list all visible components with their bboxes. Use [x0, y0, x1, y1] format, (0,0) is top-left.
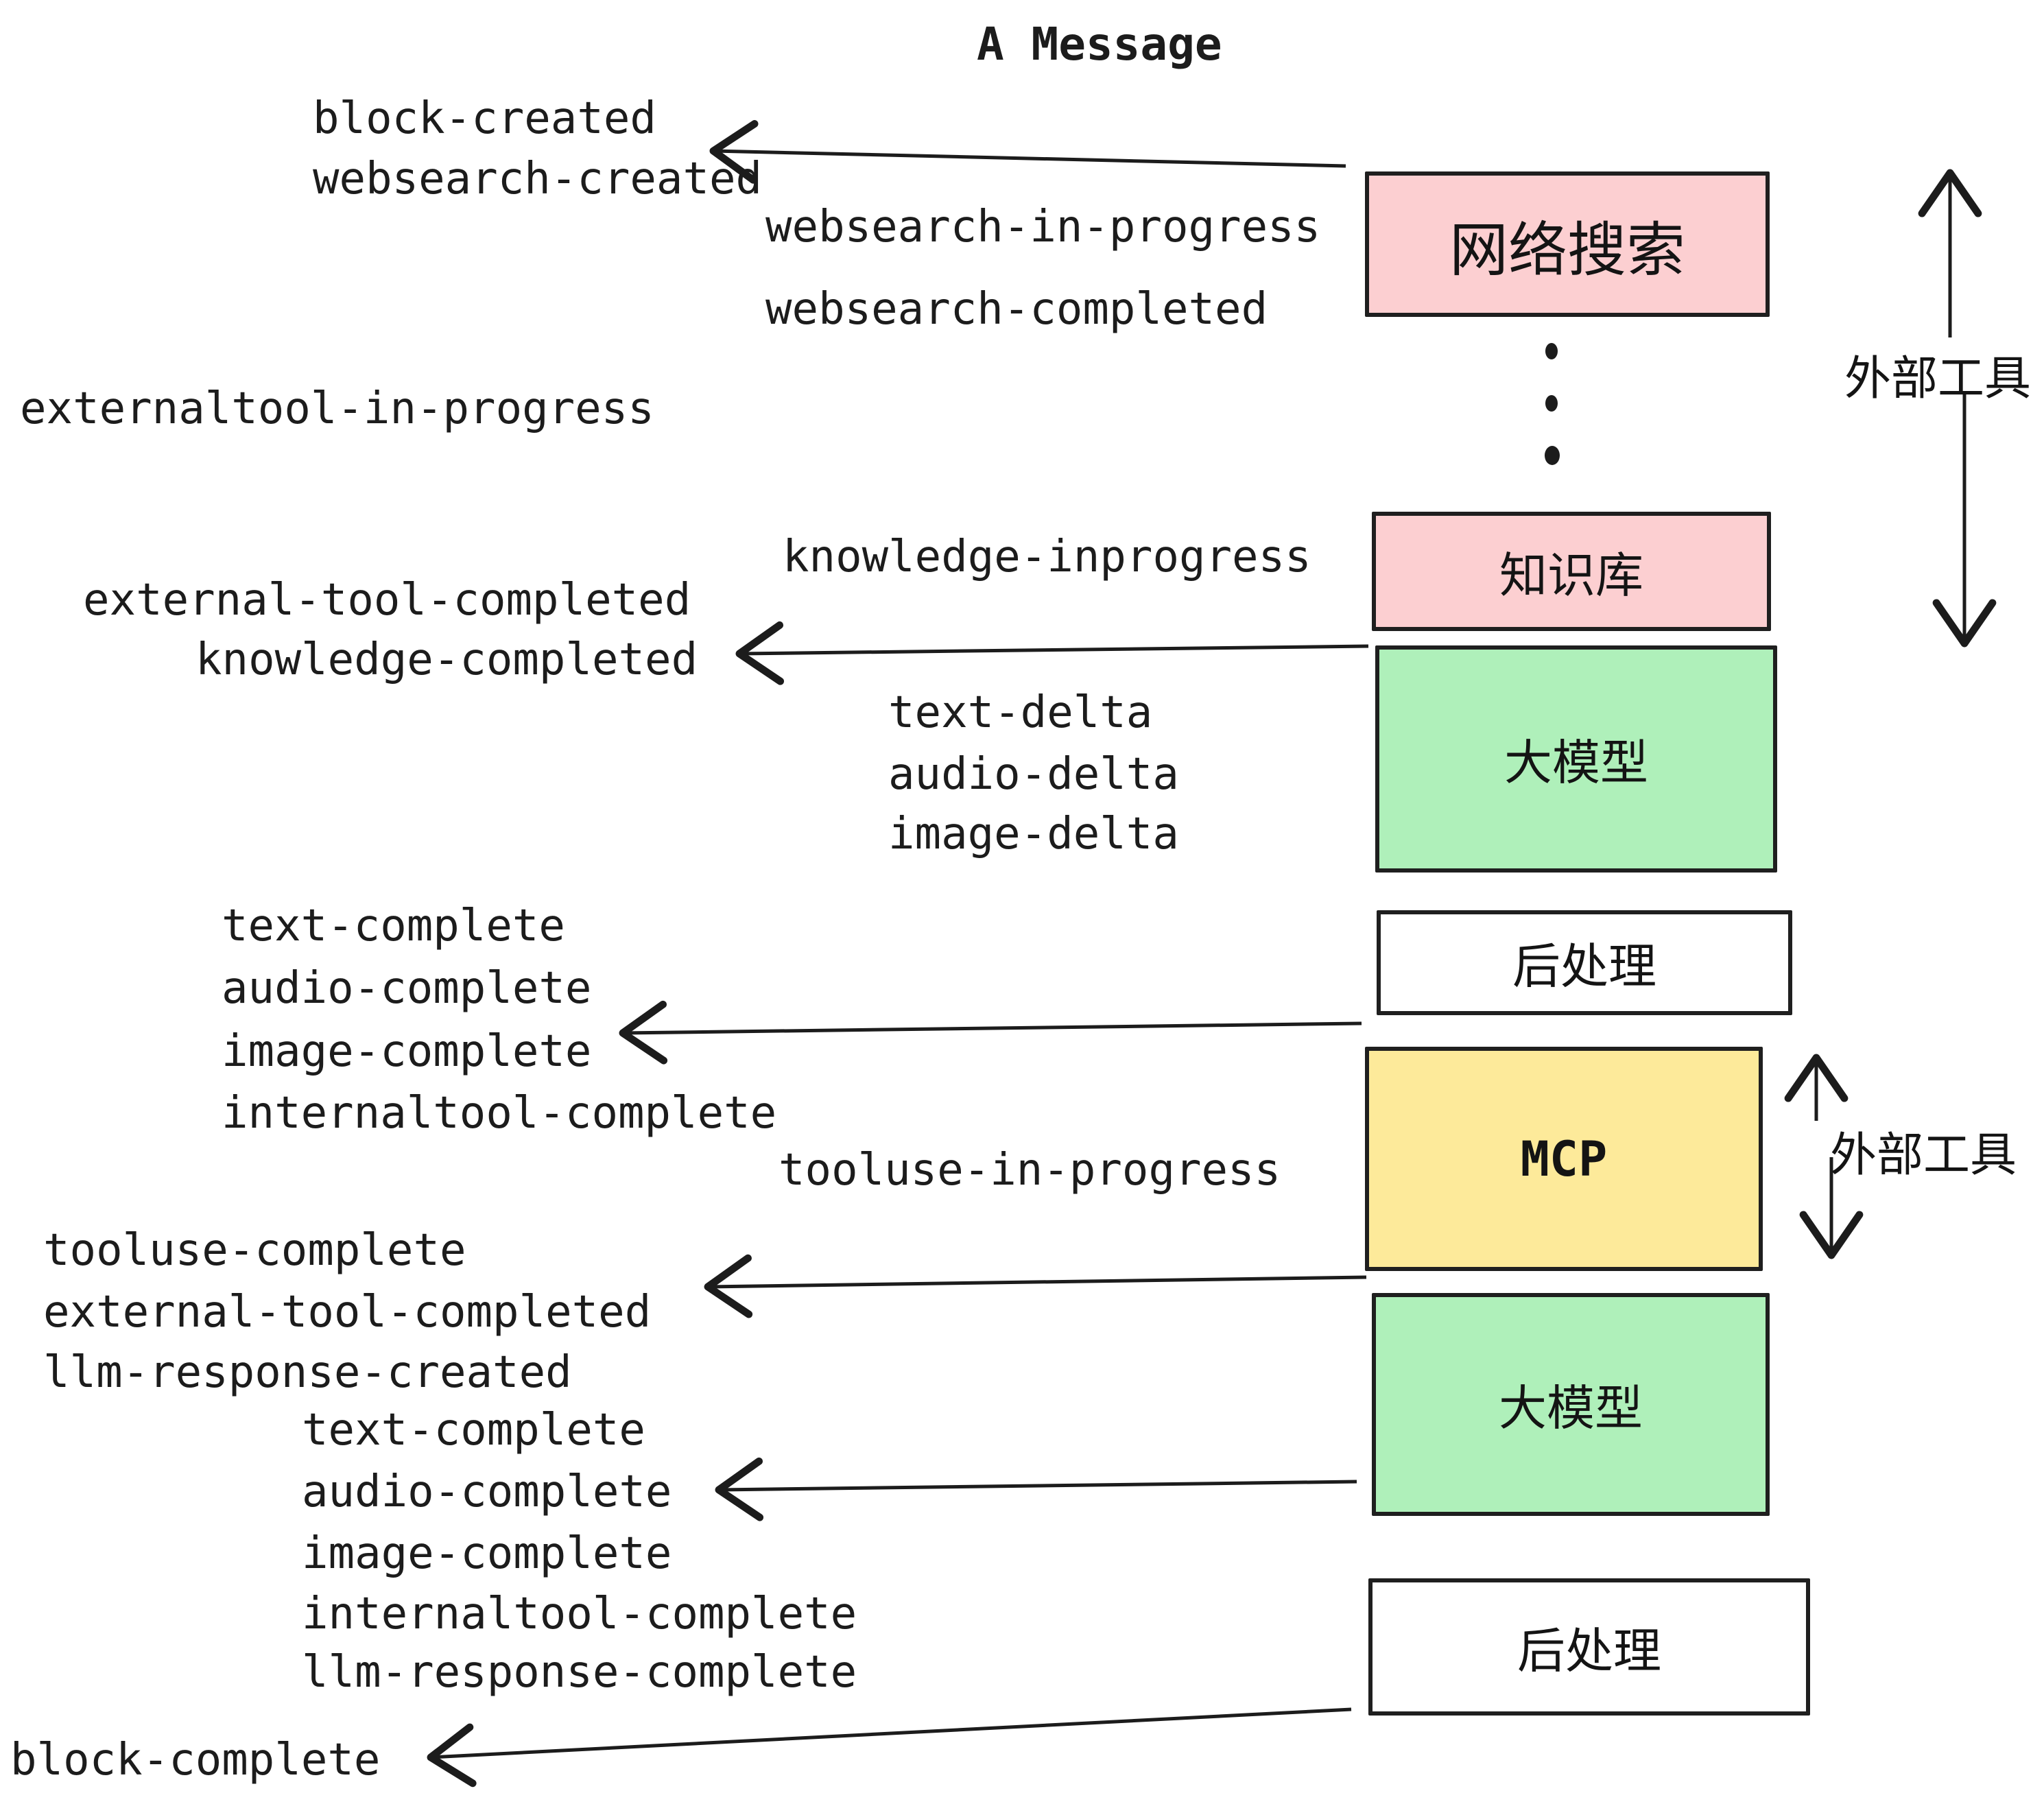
event-label-knowledge-inprogress: knowledge-inprogress	[783, 532, 1311, 582]
event-label-internaltool-complete: internaltool-complete	[222, 1088, 777, 1139]
event-label-image-complete: image-complete	[222, 1026, 592, 1077]
event-label-websearch-created: websearch-created	[313, 154, 763, 204]
ellipsis-dots	[1545, 343, 1560, 465]
event-label-external-tool-completed: external-tool-completed	[83, 575, 691, 626]
node-mcp-label: MCP	[1520, 1130, 1608, 1187]
event-label-externaltool-in-progress: externaltool-in-progress	[20, 383, 654, 434]
node-websearch-label: 网络搜索	[1449, 217, 1685, 283]
arrow-to-block-complete	[427, 1707, 1352, 1788]
node-knowledge-base: 知识库	[1372, 512, 1771, 631]
node-postprocess-2: 后处理	[1368, 1578, 1810, 1716]
event-label-block-complete: block-complete	[10, 1735, 381, 1785]
event-label-block-created: block-created	[313, 93, 656, 144]
arrow-to-audio-complete	[715, 1457, 1357, 1521]
external-tools-span-arrow-top	[1918, 169, 1997, 648]
node-llm-1: 大模型	[1375, 645, 1777, 873]
event-label-audio-complete-2: audio-complete	[302, 1467, 672, 1517]
node-knowledge-base-label: 知识库	[1499, 548, 1643, 602]
event-label-text-complete: text-complete	[222, 901, 565, 951]
external-tools-label-top: 外部工具	[1844, 353, 2032, 405]
external-tools-label-mcp: 外部工具	[1830, 1129, 2017, 1181]
event-label-websearch-in-progress: websearch-in-progress	[765, 202, 1321, 252]
event-label-tooluse-in-progress: tooluse-in-progress	[779, 1145, 1281, 1196]
arrow-to-websearch-created	[709, 120, 1346, 184]
node-postprocess-2-label: 后处理	[1517, 1624, 1661, 1678]
node-llm-2: 大模型	[1372, 1293, 1770, 1516]
event-label-text-complete-2: text-complete	[302, 1405, 645, 1456]
arrow-to-tooluse-complete	[704, 1254, 1367, 1318]
event-label-internaltool-complete-2: internaltool-complete	[302, 1589, 857, 1639]
event-label-llm-response-created: llm-response-created	[43, 1347, 572, 1398]
node-postprocess-1: 后处理	[1377, 910, 1792, 1015]
event-label-image-complete-2: image-complete	[302, 1528, 672, 1579]
node-websearch: 网络搜索	[1365, 171, 1770, 317]
diagram-title: A Message	[977, 18, 1222, 71]
event-label-text-delta: text-delta	[888, 687, 1153, 738]
event-label-audio-delta: audio-delta	[888, 749, 1179, 800]
arrow-to-knowledge-completed	[735, 621, 1369, 685]
event-label-external-tool-completed-2: external-tool-completed	[43, 1287, 652, 1338]
event-label-audio-complete: audio-complete	[222, 963, 592, 1014]
event-label-websearch-completed: websearch-completed	[765, 284, 1268, 335]
event-label-knowledge-completed: knowledge-completed	[195, 634, 698, 685]
external-tools-span-arrow-mcp	[1784, 1054, 1864, 1259]
node-llm-1-label: 大模型	[1504, 736, 1648, 790]
node-postprocess-1-label: 后处理	[1512, 940, 1656, 993]
event-label-llm-response-complete: llm-response-complete	[302, 1647, 857, 1698]
event-label-image-delta: image-delta	[888, 809, 1179, 859]
arrow-to-image-complete	[619, 1000, 1362, 1065]
node-mcp: MCP	[1365, 1047, 1763, 1271]
event-label-tooluse-complete: tooluse-complete	[43, 1225, 466, 1276]
node-llm-2-label: 大模型	[1499, 1381, 1643, 1435]
